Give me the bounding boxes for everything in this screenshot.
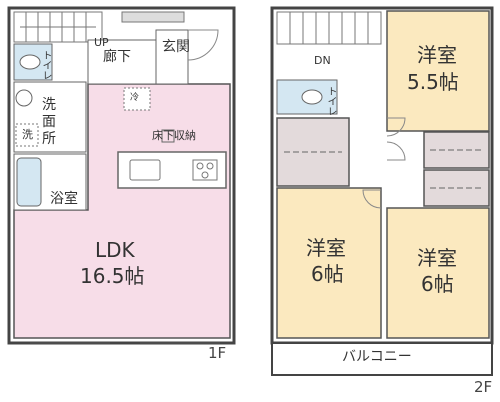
washroom-label-1: 洗	[42, 97, 56, 113]
toilet-2f-label: トイレ	[325, 86, 336, 116]
first-floor-plan	[7, 6, 236, 345]
second-floor-label: 2F	[474, 378, 493, 396]
washroom-label-3: 所	[42, 131, 56, 147]
down-label: DN	[314, 54, 331, 67]
balcony-area	[271, 342, 493, 376]
kitchen-counter	[117, 151, 227, 189]
ldk-name: LDK	[95, 238, 135, 262]
bath-label: 浴室	[50, 191, 78, 207]
western-room-b-area	[276, 187, 382, 339]
wash-basin	[15, 89, 33, 107]
shoe-cabinet	[121, 11, 185, 23]
western-room-b-size: 6帖	[311, 262, 344, 286]
balcony-label: バルコニー	[342, 349, 412, 365]
entrance-label: 玄関	[162, 39, 190, 55]
door-room-b	[362, 189, 382, 209]
entrance-area	[155, 29, 189, 85]
washroom-label-2: 面	[42, 114, 56, 130]
toilet-1f-label: トイレ	[40, 50, 51, 80]
sink	[129, 159, 161, 181]
windows-1f	[30, 337, 220, 344]
fridge-box	[123, 87, 151, 111]
floor-storage-box	[161, 129, 175, 143]
stairs-2f	[276, 11, 382, 45]
toilet-2f-bowl	[301, 89, 323, 105]
stove	[192, 159, 218, 181]
hall-label: 廊下	[103, 49, 131, 65]
hall-area	[87, 39, 157, 85]
door-room-a	[386, 117, 406, 137]
toilet-2f-room	[276, 79, 338, 115]
washer-box	[15, 123, 39, 147]
entrance-door	[187, 29, 219, 61]
ldk-size: 16.5帖	[80, 264, 145, 288]
door-room-c	[386, 141, 406, 161]
ldk-area	[13, 83, 231, 339]
storage-label: 床下収納	[152, 129, 196, 142]
western-room-a-size: 5.5帖	[407, 70, 459, 94]
second-floor-plan	[270, 6, 494, 376]
toilet-1f-bowl	[19, 54, 41, 70]
western-room-a-area	[386, 10, 490, 132]
up-label: UP	[94, 36, 109, 49]
first-floor-label: 1F	[208, 344, 227, 362]
western-room-a-name: 洋室	[417, 43, 457, 67]
washer-label: 洗	[22, 128, 33, 141]
bathtub	[16, 157, 42, 207]
western-room-c-name: 洋室	[417, 246, 457, 270]
stairs-1f	[13, 11, 103, 43]
western-room-c-size: 6帖	[421, 272, 454, 296]
western-room-b-name: 洋室	[306, 236, 346, 260]
western-room-c-area	[386, 207, 490, 339]
fridge-label: 冷	[130, 93, 140, 103]
